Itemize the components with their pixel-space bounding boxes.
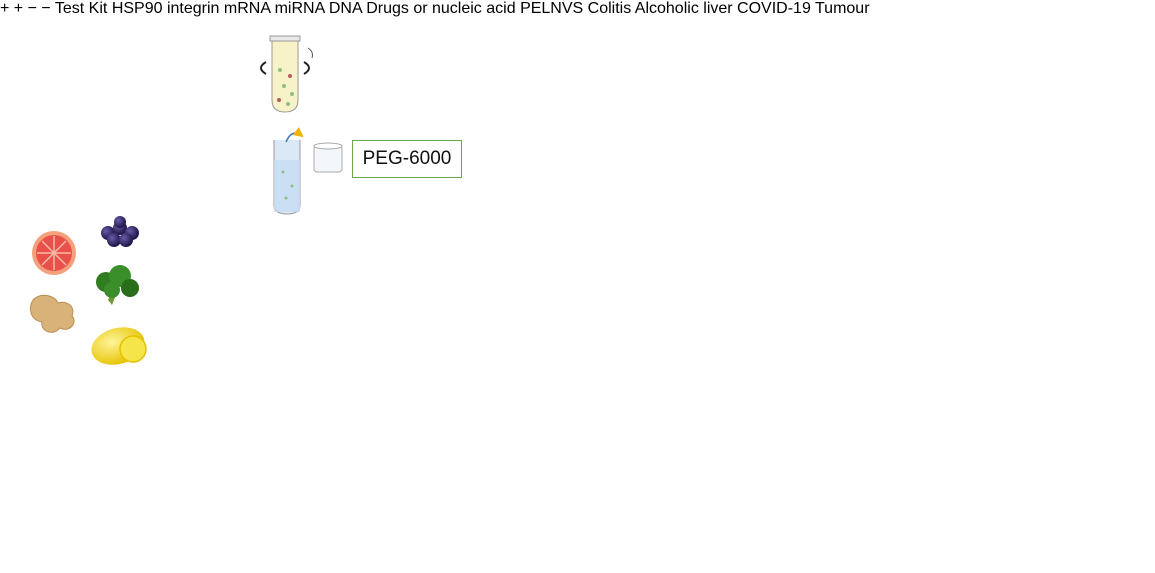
mirna-label: miRNA (274, 0, 325, 17)
ginger-icon (29, 294, 75, 333)
drugs-label-line1: Drugs or (366, 0, 428, 17)
arrow-loaded-to-diseases: HSP90 integrin mRNA miRNA DNA Drugs or n… (111, 0, 870, 178)
test-kit-label: Test Kit (54, 0, 108, 17)
hsp90-label: HSP90 (111, 0, 163, 17)
electrode-plus-bottom: + (13, 0, 24, 17)
pelnvs-label: PELNVS (520, 0, 584, 17)
disease-label-covid: COVID-19 (737, 0, 811, 17)
integrin-label: integrin (166, 0, 220, 17)
lemon-icon (91, 327, 147, 365)
curved-arrow-head: PELNVS Colitis Alcoholic liver (352, 0, 870, 178)
dna-label: DNA (328, 0, 362, 17)
curved-arrow-icon: PELNVS Colitis Alcoholic liver (352, 0, 870, 178)
arrow-extraction-to-vesicle: HSP90 integrin mRNA miRNA DNA Drugs or n… (111, 0, 870, 178)
grapefruit-icon (32, 231, 76, 275)
peg-label-box: PEG-6000 (352, 140, 462, 178)
arrow-vesicle-to-diseases: HSP90 integrin mRNA miRNA DNA Drugs or n… (111, 0, 870, 178)
disease-label-tumour: Tumour (815, 0, 870, 17)
grape-icon (101, 216, 139, 247)
disease-label-alcoholic-liver: Alcoholic liver (634, 0, 733, 17)
broccoli-icon (96, 265, 139, 305)
peg-label: PEG-6000 (362, 148, 452, 169)
electrode-minus-bottom: − (41, 0, 51, 17)
arrow-plants-to-extraction: HSP90 integrin mRNA miRNA DNA Drugs or n… (111, 0, 870, 178)
centrifuge-tube-icon (260, 35, 313, 113)
flask-icon (273, 127, 343, 215)
disease-label-colitis: Colitis (587, 0, 632, 17)
integrin-protein-icon: integrin mRNA miRNA DNA Drugs or nucleic… (166, 0, 870, 178)
electrode-plus-top: + (0, 0, 10, 17)
drugs-label-line2: nucleic acid (432, 0, 516, 17)
electrode-minus-top: − (27, 0, 37, 17)
arrow-loading-to-loaded: HSP90 integrin mRNA miRNA DNA Drugs or n… (111, 0, 870, 178)
tumour-marker-icon: Tumour PEG-6000 const data = JSON.parse(… (352, 0, 870, 178)
mrna-label: mRNA (223, 0, 271, 17)
arrow-vesicle-to-loading: HSP90 integrin mRNA miRNA DNA Drugs or n… (111, 0, 870, 178)
